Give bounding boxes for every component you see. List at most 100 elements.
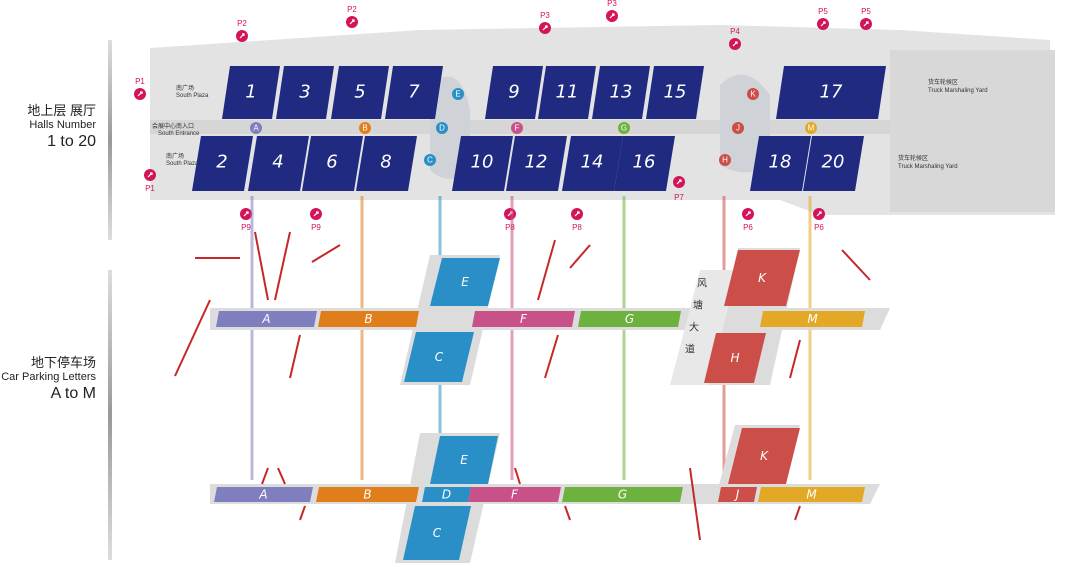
connector-F[interactable]: F [511, 122, 523, 134]
connector-D[interactable]: D [436, 122, 448, 134]
connector-K[interactable]: K [747, 88, 759, 100]
road-char-2: 大 [689, 321, 699, 334]
hall-block [356, 136, 417, 191]
hall-15[interactable]: 15 [646, 66, 704, 119]
hall-4[interactable]: 4 [248, 136, 309, 191]
hall-16[interactable]: 16 [614, 136, 675, 191]
connector-E[interactable]: E [452, 88, 464, 100]
arrow-icon [243, 211, 249, 217]
hall-block [803, 136, 864, 191]
ramp-11 [277, 467, 286, 485]
parking-upper-F[interactable]: F [472, 311, 575, 327]
pin-p6-9[interactable]: P6 [742, 208, 754, 232]
connector-C[interactable]: C [424, 154, 436, 166]
hall-12[interactable]: 12 [506, 136, 567, 191]
hall-5[interactable]: 5 [331, 66, 389, 119]
parking-upper-K[interactable]: K [724, 250, 800, 306]
pin-p1-1[interactable]: P1 [144, 169, 156, 193]
connector-badge [452, 88, 464, 100]
truck-yard-top-en: Truck Marshaling Yard [928, 88, 988, 94]
hall-11[interactable]: 11 [538, 66, 596, 119]
truck-yard-top-cn: 货车轮候区 [928, 78, 958, 86]
parking-lower-K[interactable]: K [728, 428, 800, 484]
ramp-15 [689, 467, 701, 541]
pin-label: P3 [540, 11, 550, 20]
pin-p2-2[interactable]: P2 [236, 19, 248, 42]
pin-label: P1 [145, 184, 155, 193]
parking-zone [578, 311, 681, 327]
hall-number: 11 [556, 82, 579, 103]
pin-p9-14[interactable]: P9 [240, 208, 252, 232]
connector-G[interactable]: G [618, 122, 630, 134]
pin-p7-11[interactable]: P7 [673, 176, 685, 202]
connector-B[interactable]: B [359, 122, 371, 134]
parking-upper-G[interactable]: G [578, 311, 681, 327]
pin-p3-5[interactable]: P3 [606, 0, 618, 22]
hall-13[interactable]: 13 [592, 66, 650, 119]
pin-p8-12[interactable]: P8 [504, 208, 516, 232]
parking-upper-C[interactable]: C [404, 332, 474, 382]
parking-lower-B[interactable]: B [316, 487, 419, 502]
connector-letter: C [427, 156, 433, 165]
hall-2[interactable]: 2 [192, 136, 253, 191]
hall-number: 17 [820, 82, 843, 103]
parking-lower-M[interactable]: M [758, 487, 865, 502]
connector-badge [732, 122, 744, 134]
parking-lower-G[interactable]: G [562, 487, 683, 502]
parking-lower-F[interactable]: F [468, 487, 561, 502]
hall-6[interactable]: 6 [302, 136, 363, 191]
hall-number: 1 [245, 82, 256, 103]
hall-14[interactable]: 14 [562, 136, 623, 191]
arrow-icon [147, 172, 153, 178]
connector-J[interactable]: J [732, 122, 744, 134]
arrow-icon [542, 25, 548, 31]
pin-p8-13[interactable]: P8 [571, 208, 583, 232]
hall-1[interactable]: 1 [222, 66, 280, 119]
zone-letter: E [461, 275, 469, 289]
parking-lower-C[interactable]: C [403, 506, 471, 560]
pin-p6-10[interactable]: P6 [813, 208, 825, 232]
parking-upper-E[interactable]: E [430, 258, 500, 306]
pin-p2-3[interactable]: P2 [346, 5, 358, 28]
hall-20[interactable]: 20 [803, 136, 864, 191]
parking-upper-B[interactable]: B [318, 311, 419, 327]
connector-H[interactable]: H [719, 154, 731, 166]
connector-M[interactable]: M [805, 122, 817, 134]
truck-yard-bottom-cn: 货车轮候区 [898, 154, 928, 162]
pin-p4-6[interactable]: P4 [729, 27, 741, 50]
parking-upper-H[interactable]: H [704, 333, 766, 383]
parking-upper-M[interactable]: M [760, 311, 865, 327]
hall-8[interactable]: 8 [356, 136, 417, 191]
pin-p5-8[interactable]: P5 [860, 7, 872, 30]
parking-zone [760, 311, 865, 327]
hall-17[interactable]: 17 [776, 66, 886, 119]
hall-number: 13 [610, 82, 633, 103]
pin-label: P5 [818, 7, 828, 16]
connector-letter: D [439, 124, 445, 133]
parking-lower-E[interactable]: E [430, 436, 498, 484]
pin-p9-15[interactable]: P9 [310, 208, 322, 232]
parking-lower-D[interactable]: D [422, 487, 471, 502]
pin-p1-0[interactable]: P1 [134, 77, 146, 100]
connector-badge [747, 88, 759, 100]
south-plaza-top-en: South Plaza [176, 93, 209, 99]
hall-18[interactable]: 18 [750, 136, 811, 191]
parking-lower-J[interactable]: J [718, 487, 757, 502]
zone-letter: H [730, 351, 739, 365]
parking-zone [718, 487, 757, 502]
connector-A[interactable]: A [250, 122, 262, 134]
hall-7[interactable]: 7 [385, 66, 443, 119]
hall-3[interactable]: 3 [276, 66, 334, 119]
hall-9[interactable]: 9 [485, 66, 543, 119]
pin-p5-7[interactable]: P5 [817, 7, 829, 30]
pin-p3-4[interactable]: P3 [539, 11, 551, 34]
ramp-10 [261, 467, 269, 485]
parking-lower-A[interactable]: A [214, 487, 313, 502]
parking-zone [216, 311, 317, 327]
zone-letter: A [261, 312, 270, 326]
hall-number: 20 [822, 152, 845, 173]
parking-upper-A[interactable]: A [216, 311, 317, 327]
hall-10[interactable]: 10 [452, 136, 513, 191]
pin-label: P4 [730, 27, 740, 36]
